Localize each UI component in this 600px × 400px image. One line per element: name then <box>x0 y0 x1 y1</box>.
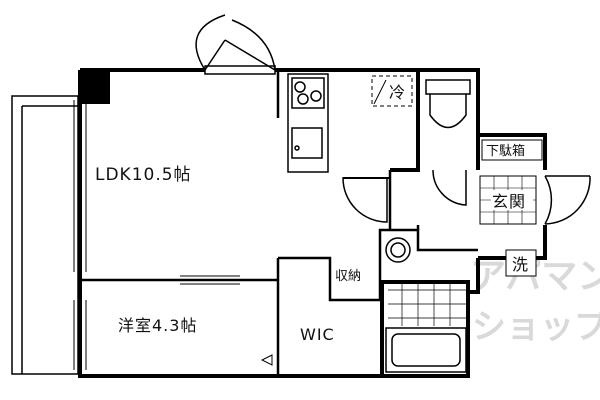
structural-pillar <box>80 70 110 104</box>
window-left <box>73 100 87 370</box>
door-hall-swing <box>342 177 388 223</box>
wash-basin-icon <box>385 237 411 263</box>
sliding-door-western <box>180 275 240 285</box>
entrance-label: 玄関 <box>492 192 526 211</box>
washer-label: 洗 <box>512 255 529 274</box>
room-label-ldk: LDK10.5帖 <box>95 165 192 185</box>
door-front-swing <box>544 175 553 225</box>
fridge-space: 冷 <box>371 75 413 107</box>
room-label-western: 洋室4.3帖 <box>118 316 197 335</box>
door-top-swing <box>195 14 276 75</box>
bathtub-icon <box>385 327 467 373</box>
watermark-line-2: ショップ <box>472 307 600 347</box>
shoe-box-label: 下駄箱 <box>486 143 525 159</box>
wic-door-marker <box>260 354 273 366</box>
entrance-area: 玄関 <box>479 175 537 225</box>
balcony <box>11 95 79 375</box>
room-label-wic: WIC <box>300 325 335 344</box>
sink-icon <box>291 127 323 159</box>
room-label-storage: 収納 <box>335 269 361 284</box>
shoe-box: 下駄箱 <box>481 139 543 161</box>
door-toilet-swing <box>432 169 467 206</box>
outer-walls <box>78 68 547 378</box>
bathroom <box>385 284 467 373</box>
toilet-icon <box>425 79 471 129</box>
interior-walls <box>80 70 478 376</box>
stove-icon <box>291 77 325 109</box>
fridge-label: 冷 <box>389 83 406 102</box>
kitchen <box>287 73 329 173</box>
washer-space: 洗 <box>505 249 537 277</box>
